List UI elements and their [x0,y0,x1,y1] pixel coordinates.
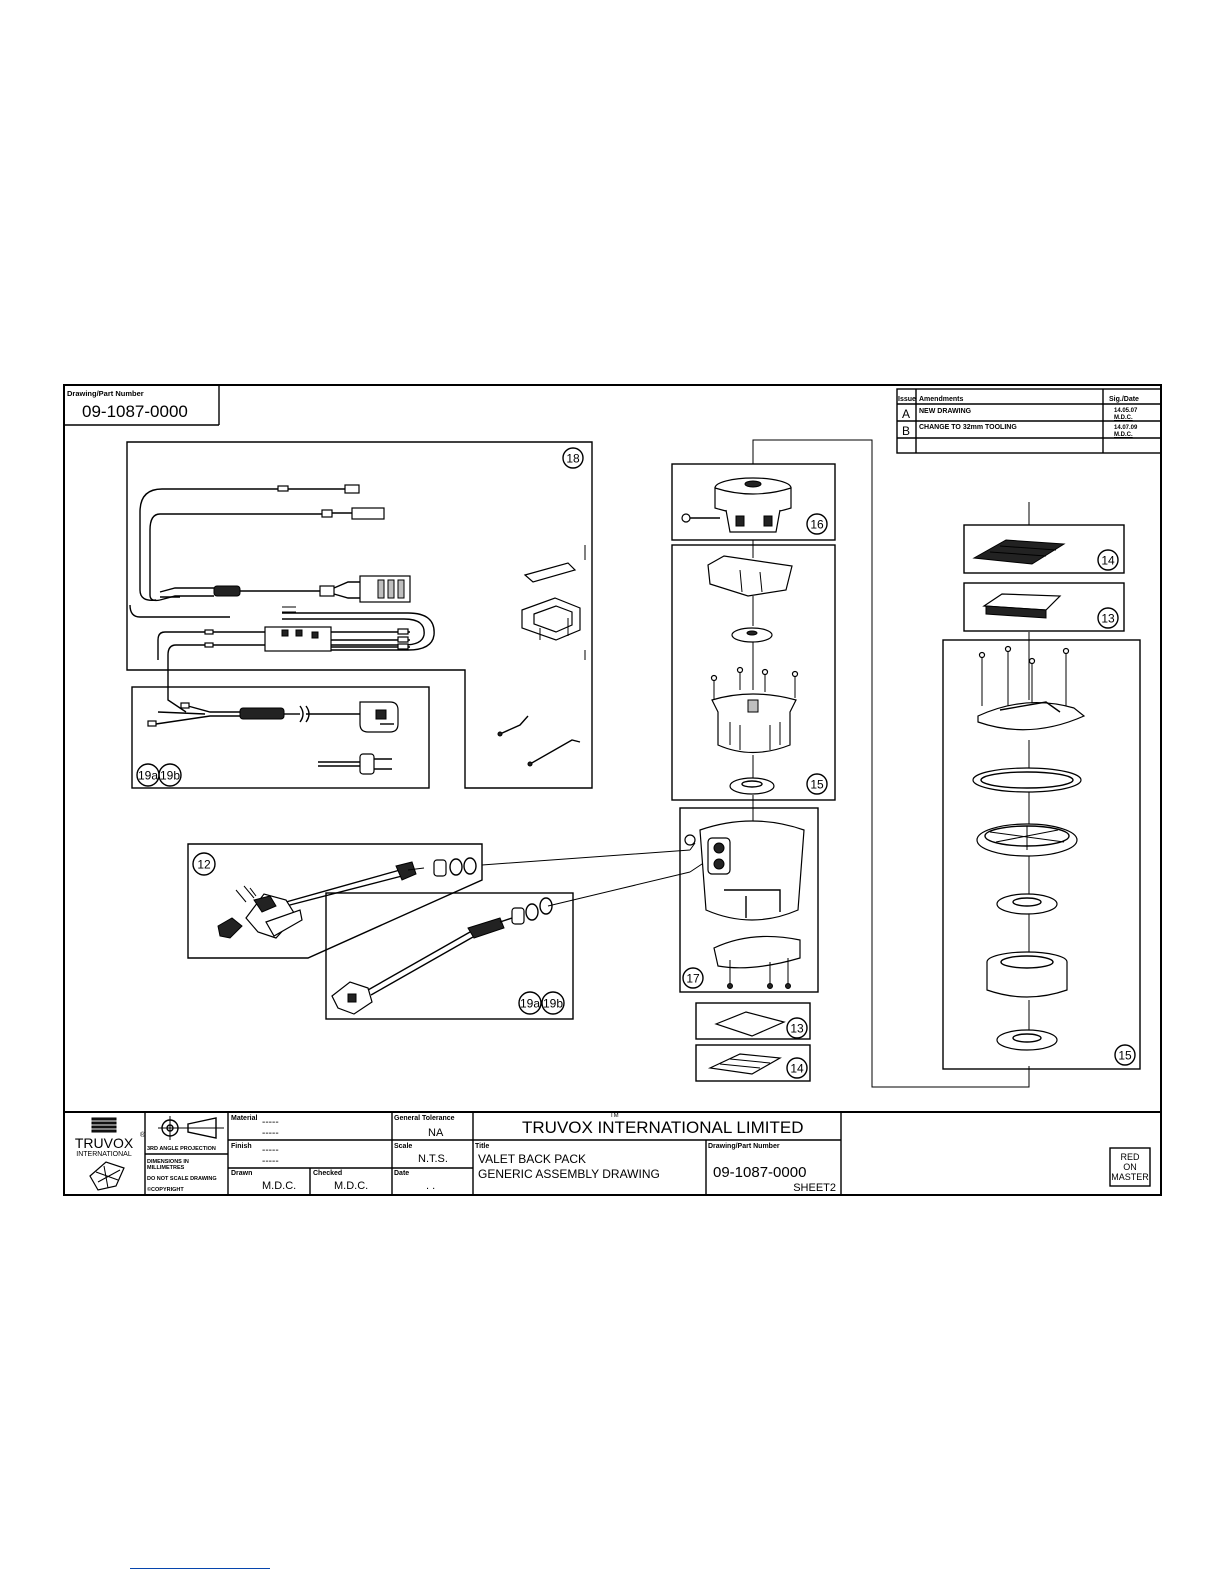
title-block: TRUVOX ® INTERNATIONAL 3RD ANGLE PROJECT… [75,1112,1151,1195]
title-part-label: Drawing/Part Number [708,1143,780,1150]
balloon-15-base: 15 [1118,1049,1132,1063]
revision-table: Issue Amendments Sig./Date A NEW DRAWING… [896,388,1162,454]
balloon-19b-upper: 19b [160,769,180,783]
title-part-number: 09-1087-0000 [713,1164,806,1181]
motor-cover-group: 15 [671,544,836,801]
title-line-1: VALET BACK PACK [478,1152,586,1166]
projection-line4: DO NOT SCALE DRAWING [147,1176,217,1182]
checked-value: M.D.C. [334,1180,368,1192]
drawing-frame [63,384,1162,1196]
finish-value-2: ----- [262,1156,279,1167]
balloon-14-lower: 14 [790,1062,804,1076]
company-tm: TM [610,1113,619,1119]
scale-label: Scale [394,1143,412,1150]
balloon-19a-upper: 19a [138,769,158,783]
stamp-line-2: ON [1123,1162,1137,1172]
projection-line3: MILLIMETRES [147,1165,185,1171]
revision-b-issue: B [902,424,910,438]
date-value: . . [426,1180,435,1192]
truvox-logo: TRUVOX ® INTERNATIONAL [75,1117,146,1191]
revision-header-amendments: Amendments [919,396,963,403]
cable-harness-group: 18 [126,441,593,789]
stamp-line-3: MASTER [1111,1172,1149,1182]
checked-label: Checked [313,1170,342,1177]
logo-mark: ® [140,1131,146,1139]
revision-a-amendment: NEW DRAWING [919,408,972,415]
revision-b-amendment: CHANGE TO 32mm TOOLING [919,424,1017,431]
part-number: 09-1087-0000 [82,402,188,421]
balloon-17: 17 [686,972,700,986]
part-number-label: Drawing/Part Number [67,389,144,398]
revision-a-sig: M.D.C. [1114,415,1133,421]
footer-link-underline[interactable] [130,1568,270,1569]
balloon-12: 12 [197,858,211,872]
revision-header-sig-date: Sig./Date [1109,396,1139,403]
material-label: Material [231,1115,258,1122]
switch-cable-group: 12 [187,843,483,959]
mains-lead-group-upper: 19a 19b [131,686,430,789]
scale-value: N.T.S. [418,1153,448,1165]
balloon-15-cover: 15 [810,778,824,792]
logo-sub: INTERNATIONAL [76,1151,132,1158]
title-line-2: GENERIC ASSEMBLY DRAWING [478,1167,660,1181]
projection-line1: 3RD ANGLE PROJECTION [147,1146,216,1152]
title-label: Title [475,1143,489,1150]
company-name: TRUVOX INTERNATIONAL LIMITED [522,1118,803,1137]
part-number-box: Drawing/Part Number 09-1087-0000 [64,385,220,426]
material-value-1: ----- [262,1117,279,1128]
projection-line5: ©COPYRIGHT [147,1186,184,1193]
tolerance-label: General Tolerance [394,1115,455,1122]
filter-grid-group: 14 [695,1044,811,1082]
balloon-13-lower: 13 [790,1022,804,1036]
revision-a-date: 14.05.07 [1114,408,1138,414]
projection-line2: DIMENSIONS IN [147,1159,189,1165]
housing-group: 17 [679,807,819,993]
filter-grid-group-right: 14 [963,502,1125,574]
balloon-14-upper: 14 [1101,554,1115,568]
finish-label: Finish [231,1143,252,1150]
date-label: Date [394,1170,409,1177]
filter-group-right: 13 [963,582,1125,632]
logo-name: TRUVOX [75,1135,134,1151]
stamp-line-1: RED [1120,1152,1140,1162]
balloon-18: 18 [566,452,580,466]
drawn-value: M.D.C. [262,1180,296,1192]
red-on-master-stamp: RED ON MASTER [1109,1147,1151,1187]
drawn-label: Drawn [231,1170,252,1177]
revision-header-issue: Issue [898,396,916,403]
balloon-19a-lower: 19a [520,997,540,1011]
revision-b-sig: M.D.C. [1114,432,1133,438]
filter-sheet-group: 13 [695,1002,811,1040]
finish-value-1: ----- [262,1145,279,1156]
revision-a-issue: A [902,407,910,421]
material-value-2: ----- [262,1128,279,1139]
balloon-13-upper: 13 [1101,612,1115,626]
projection-symbol: 3RD ANGLE PROJECTION DIMENSIONS IN MILLI… [147,1116,224,1193]
base-group-right: 15 [942,632,1141,1070]
balloon-19b-lower: 19b [543,997,563,1011]
balloon-16: 16 [810,518,824,532]
sheet-number: SHEET2 [793,1182,836,1194]
revision-b-date: 14.07.09 [1114,425,1138,431]
tolerance-value: NA [428,1127,444,1139]
mains-lead-group-lower: 19a 19b [325,892,574,1020]
motor-group: 16 [671,463,836,541]
